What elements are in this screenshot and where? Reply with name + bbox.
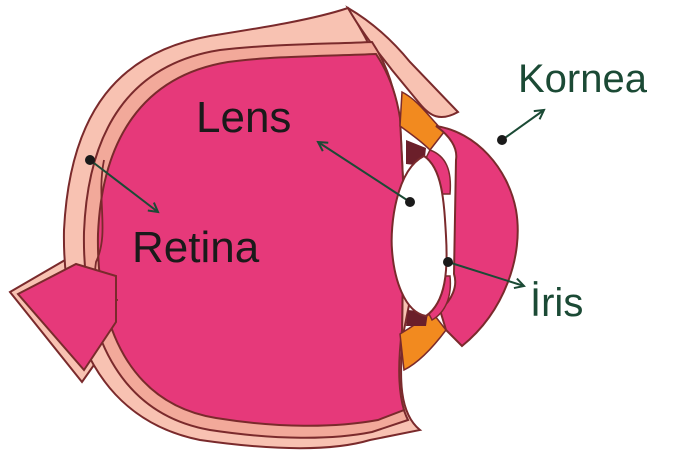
- cornea-pointer: [502, 110, 544, 140]
- cornea: [436, 126, 518, 346]
- iris-pointer-dot: [443, 257, 453, 267]
- lens-pointer-dot: [405, 197, 415, 207]
- cornea-label: Kornea: [518, 57, 648, 101]
- lens-label: Lens: [196, 93, 291, 142]
- retina-pointer-dot: [85, 155, 95, 165]
- iris-label: İris: [530, 280, 583, 325]
- retina-label: Retina: [132, 223, 260, 272]
- cornea-pointer-dot: [497, 135, 507, 145]
